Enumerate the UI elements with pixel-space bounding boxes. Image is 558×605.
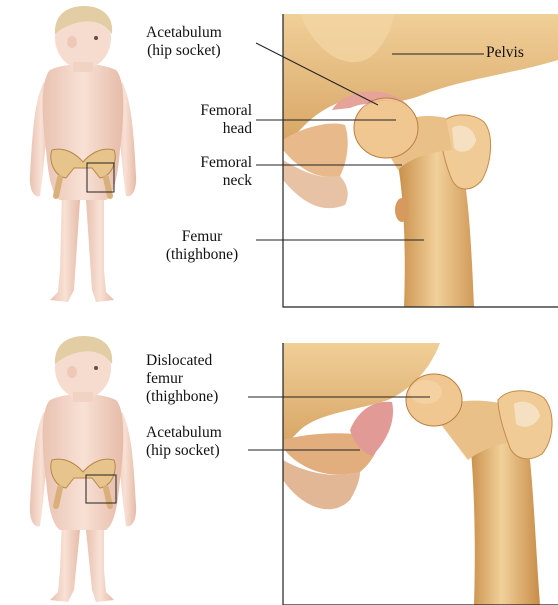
label-dislocated-femur-line1: Dislocated — [146, 352, 218, 370]
label-acetabulum-top-line2: (hip socket) — [146, 42, 222, 60]
label-dislocated-femur-line3: (thighbone) — [146, 388, 218, 406]
label-femoral-neck-line2: neck — [176, 172, 252, 190]
label-femoral-neck: Femoral neck — [176, 154, 252, 190]
dislocated-hip-panel — [283, 343, 558, 605]
label-dislocated-femur-line2: femur — [146, 370, 218, 388]
label-acetabulum-top: Acetabulum (hip socket) — [146, 24, 222, 60]
label-femur-line1: Femur — [150, 228, 254, 246]
label-pelvis: Pelvis — [486, 44, 524, 62]
label-femoral-head-line2: head — [176, 120, 252, 138]
label-femoral-head-line1: Femoral — [176, 102, 252, 120]
label-femur-line2: (thighbone) — [150, 246, 254, 264]
child-figure-bottom — [30, 336, 136, 602]
label-acetabulum-top-line1: Acetabulum — [146, 24, 222, 42]
child-figure-top — [30, 6, 136, 302]
label-femur: Femur (thighbone) — [150, 228, 254, 264]
label-femoral-head: Femoral head — [176, 102, 252, 138]
label-acetabulum-bottom: Acetabulum (hip socket) — [146, 424, 222, 460]
label-femoral-neck-line1: Femoral — [176, 154, 252, 172]
label-dislocated-femur: Dislocated femur (thighbone) — [146, 352, 218, 406]
label-acetabulum-bottom-line1: Acetabulum — [146, 424, 222, 442]
label-acetabulum-bottom-line2: (hip socket) — [146, 442, 222, 460]
